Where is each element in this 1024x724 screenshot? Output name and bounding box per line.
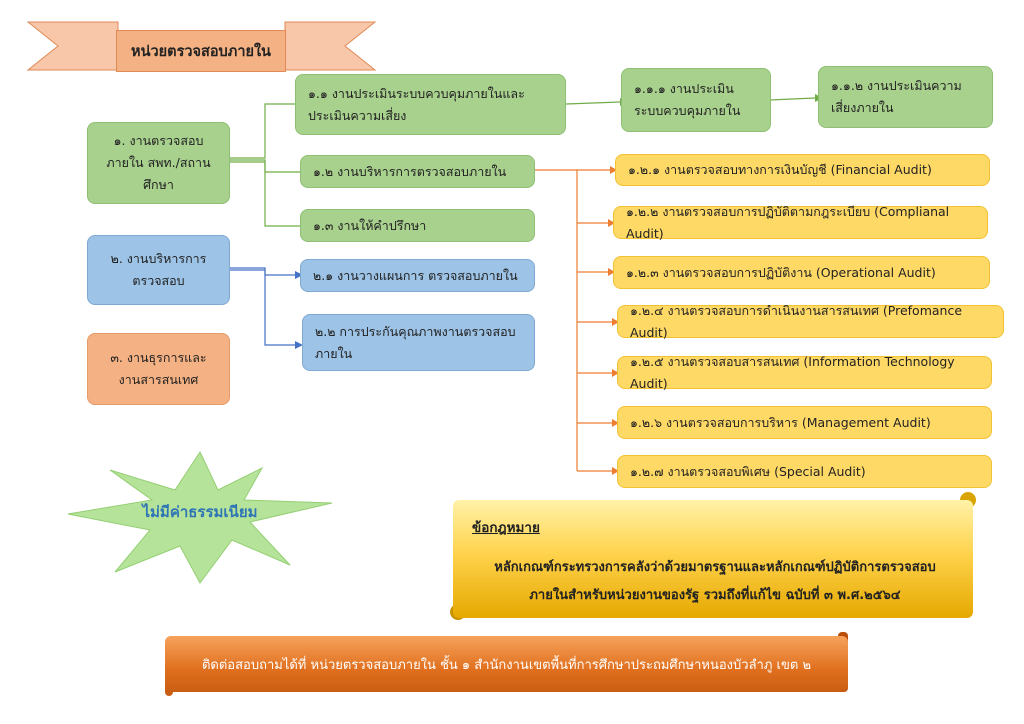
law-line-2: ภายในสำหรับหน่วยงานของรัฐ รวมถึงที่แก้ไข… bbox=[529, 588, 901, 603]
audit-financial: ๑.๒.๑ งานตรวจสอบทางการเงินบัญชี (Financi… bbox=[615, 154, 990, 186]
unit-admin-it: ๓. งานธุรการและงานสารสนเทศ bbox=[87, 333, 230, 405]
orange-connectors bbox=[535, 169, 612, 472]
blue-arrowheads bbox=[295, 271, 303, 349]
node-1-1-1: ๑.๑.๑ งานประเมินระบบควบคุมภายใน bbox=[621, 68, 771, 132]
law-heading: ข้อกฎหมาย bbox=[472, 520, 540, 536]
unit-internal-audit: ๑. งานตรวจสอบภายใน สพท./สถานศึกษา bbox=[87, 122, 230, 204]
node-1-3: ๑.๓ งานให้คำปรึกษา bbox=[300, 209, 535, 242]
contact-banner: ติดต่อสอบถามได้ที่ หน่วยตรวจสอบภายใน ชั้… bbox=[165, 636, 848, 692]
starburst-shape bbox=[67, 450, 333, 584]
audit-it: ๑.๒.๕ งานตรวจสอบสารสนเทศ (Information Te… bbox=[617, 354, 992, 391]
law-scroll bbox=[453, 500, 973, 618]
node-1-2: ๑.๒ งานบริหารการตรวจสอบภายใน bbox=[300, 155, 535, 188]
green-connectors bbox=[230, 97, 816, 227]
audit-management: ๑.๒.๖ งานตรวจสอบการบริหาร (Management Au… bbox=[617, 406, 992, 439]
node-1-1-2: ๑.๑.๒ งานประเมินความเสี่ยงภายใน bbox=[818, 66, 993, 128]
orange-arrowheads bbox=[608, 166, 619, 475]
audit-performance: ๑.๒.๔ งานตรวจสอบการดำเนินงานสารสนเทศ (Pr… bbox=[617, 303, 1004, 340]
ribbon-right-tail bbox=[284, 21, 377, 71]
node-1-1: ๑.๑ งานประเมินระบบควบคุมภายในและประเมินค… bbox=[295, 74, 566, 135]
node-2-1: ๒.๑ งานวางแผนการ ตรวจสอบภายใน bbox=[300, 259, 535, 292]
audit-compliance: ๑.๒.๒ งานตรวจสอบการปฏิบัติตามกฎระเบียบ (… bbox=[613, 204, 988, 241]
audit-special: ๑.๒.๗ งานตรวจสอบพิเศษ (Special Audit) bbox=[617, 455, 992, 488]
page-title: หน่วยตรวจสอบภายใน bbox=[116, 30, 286, 72]
ribbon-left-tail bbox=[26, 21, 119, 71]
node-2-2: ๒.๒ การประกันคุณภาพงานตรวจสอบภายใน bbox=[302, 314, 535, 371]
no-fee-label: ไม่มีค่าธรรมเนียม bbox=[142, 503, 258, 521]
law-line-1: หลักเกณฑ์กระทรวงการคลังว่าด้วยมาตรฐานและ… bbox=[494, 560, 936, 575]
blue-connectors bbox=[230, 267, 295, 346]
unit-audit-management: ๒. งานบริหารการตรวจสอบ bbox=[87, 235, 230, 305]
audit-operational: ๑.๒.๓ งานตรวจสอบการปฏิบัติงาน (Operation… bbox=[613, 256, 990, 289]
